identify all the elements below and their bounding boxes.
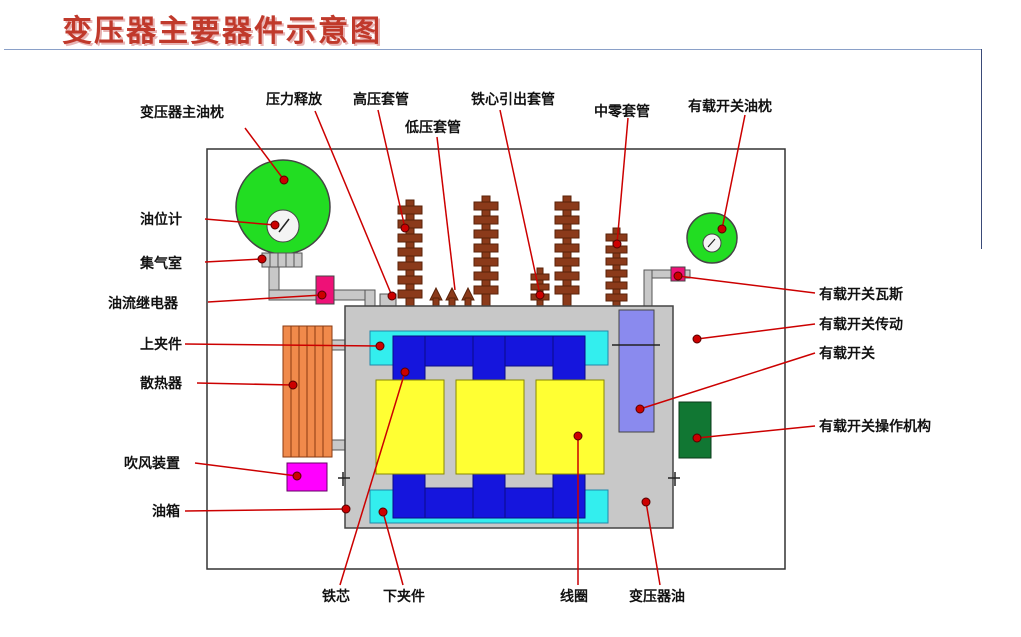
label-upper-clamp: 上夹件 — [140, 337, 182, 353]
leader-oltc — [639, 352, 816, 410]
oil-gauge-needle — [278, 218, 290, 233]
label-oil-flow-relay: 油流继电器 — [108, 296, 178, 312]
label-winding: 线圈 — [560, 589, 588, 605]
leader-core-bushing — [499, 109, 541, 296]
hv-bushing-1 — [397, 199, 423, 309]
label-lv-bushing: 低压套管 — [405, 120, 461, 136]
hv-bushing-2 — [473, 195, 499, 309]
frame-top-line — [4, 49, 982, 50]
neutral-bushing — [605, 227, 628, 309]
label-core: 铁芯 — [322, 589, 350, 605]
leader-lv-bushing — [436, 136, 456, 291]
label-neutral-bushing: 中零套管 — [594, 104, 650, 120]
leader-gas-chamber — [204, 258, 263, 263]
label-oil-gauge: 油位计 — [140, 212, 182, 228]
leader-main-conservator — [244, 127, 285, 181]
leader-radiator — [196, 382, 294, 386]
label-oltc-mechanism: 有载开关操作机构 — [819, 419, 931, 435]
leader-transformer-oil — [645, 501, 661, 586]
label-blower: 吹风装置 — [124, 456, 180, 472]
label-hv-bushing: 高压套管 — [353, 92, 409, 108]
leader-oltc-gas-relay — [677, 275, 816, 294]
leader-oltc-drive — [696, 323, 816, 340]
label-oltc: 有载开关 — [819, 346, 875, 362]
label-oltc-conservator: 有载开关油枕 — [688, 99, 772, 115]
label-main-conservator: 变压器主油枕 — [140, 105, 224, 121]
leader-oltc-conservator — [721, 114, 746, 230]
pipe-oltc-cons-v — [643, 269, 653, 309]
winding-1 — [375, 379, 445, 475]
label-core-bushing: 铁心引出套管 — [471, 92, 555, 108]
winding-3 — [535, 379, 605, 475]
oil-flow-relay — [315, 275, 335, 305]
label-gas-chamber: 集气室 — [140, 256, 182, 272]
diagram-title: 变压器主要器件示意图 — [62, 14, 382, 49]
label-pressure-relief: 压力释放 — [266, 92, 322, 108]
marker-dots — [257, 175, 727, 517]
leader-blower — [194, 462, 298, 477]
leader-neutral-bushing — [616, 117, 629, 245]
label-oltc-drive: 有载开关传动 — [819, 317, 903, 333]
leader-tank — [184, 508, 347, 512]
leader-pressure-relief — [314, 110, 393, 297]
bushings — [397, 195, 628, 309]
leader-oltc-mechanism — [696, 425, 816, 439]
label-radiator: 散热器 — [140, 376, 182, 392]
winding-2 — [455, 379, 525, 475]
leader-core — [339, 371, 406, 586]
label-oltc-gas-relay: 有载开关瓦斯 — [819, 287, 903, 303]
leader-upper-clamp — [184, 343, 381, 347]
radiator — [282, 325, 333, 458]
leader-oil-gauge — [204, 218, 276, 226]
leader-lines — [184, 109, 816, 586]
gas-chamber — [261, 252, 303, 268]
label-tank: 油箱 — [152, 504, 180, 520]
leader-hv-bushing — [377, 109, 406, 229]
on-load-tap-changer — [618, 309, 655, 433]
leader-lower-clamp — [382, 511, 404, 586]
lv-bushings — [429, 286, 475, 309]
oltc-operating-mechanism — [678, 401, 712, 459]
hv-bushing-3 — [554, 195, 580, 309]
frame-right-line — [981, 49, 982, 249]
leader-oil-flow-relay — [207, 294, 323, 303]
label-transformer-oil: 变压器油 — [629, 589, 685, 605]
label-lower-clamp: 下夹件 — [383, 589, 425, 605]
